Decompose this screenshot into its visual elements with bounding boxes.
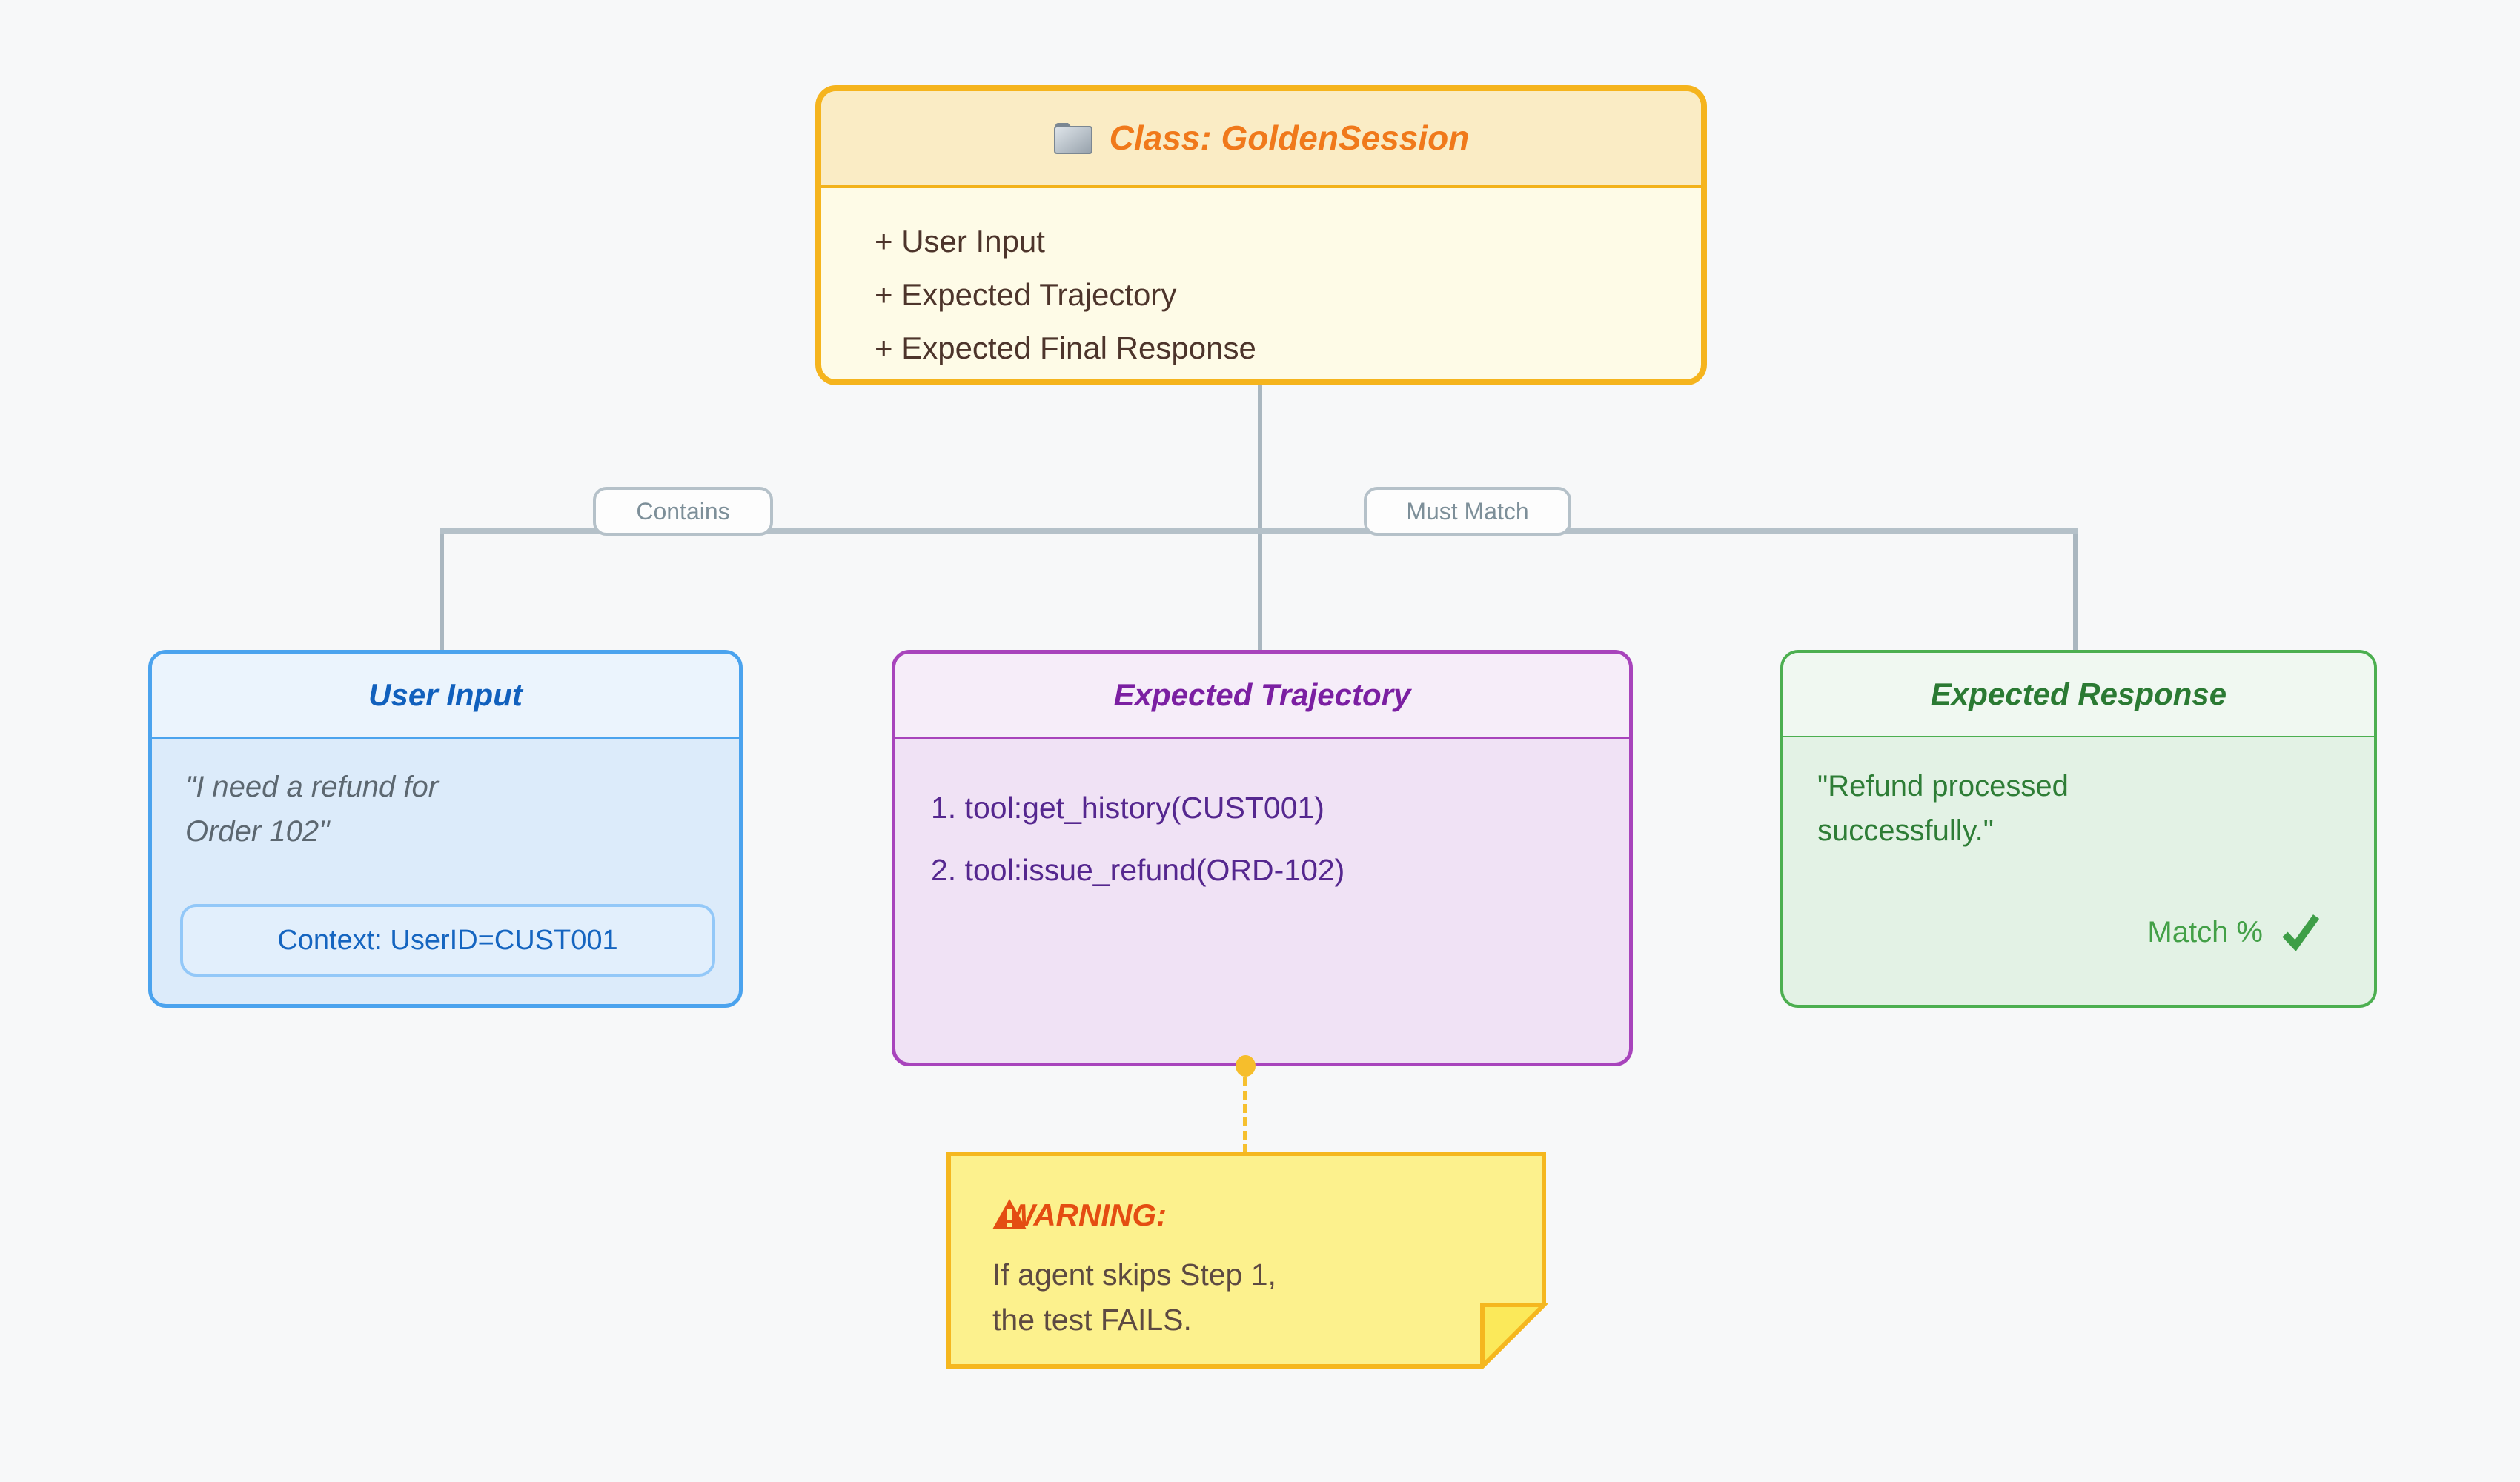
user-input-quote-line2: Order 102" bbox=[185, 815, 330, 848]
user-input-header: User Input bbox=[152, 654, 739, 739]
class-goldensession-header: Class: GoldenSession bbox=[821, 91, 1701, 188]
connector-middle-vertical bbox=[1258, 531, 1262, 651]
expected-trajectory-steps: 1. tool:get_history(CUST001) 2. tool:iss… bbox=[895, 739, 1629, 888]
expected-response-text: "Refund processed successfully." bbox=[1817, 764, 2069, 853]
class-goldensession-title: Class: GoldenSession bbox=[1109, 119, 1470, 157]
connector-right-vertical bbox=[2073, 531, 2078, 651]
context-chip: Context: UserID=CUST001 bbox=[180, 904, 715, 977]
warning-note-body: If agent skips Step 1, the test FAILS. bbox=[992, 1252, 1276, 1343]
edge-label-contains: Contains bbox=[593, 487, 773, 536]
edge-label-contains-text: Contains bbox=[636, 497, 730, 525]
context-chip-text: Context: UserID=CUST001 bbox=[277, 924, 618, 956]
class-goldensession-members: + User Input + Expected Trajectory + Exp… bbox=[821, 188, 1701, 375]
user-input-quote-line1: "I need a refund for bbox=[185, 771, 439, 803]
warning-note-line2: the test FAILS. bbox=[992, 1303, 1192, 1337]
checkmark-icon bbox=[2279, 911, 2322, 954]
edge-label-must-match-text: Must Match bbox=[1406, 497, 1529, 525]
class-goldensession-node: Class: GoldenSession + User Input + Expe… bbox=[815, 85, 1707, 385]
connector-left-vertical bbox=[440, 531, 444, 651]
expected-response-title: Expected Response bbox=[1930, 677, 2227, 711]
connector-horizontal-bar bbox=[440, 528, 2078, 534]
warning-note: WARNING: If agent skips Step 1, the test… bbox=[946, 1152, 1548, 1369]
class-member: + Expected Final Response bbox=[875, 330, 1256, 365]
trajectory-step: 2. tool:issue_refund(ORD-102) bbox=[931, 853, 1345, 887]
match-percent-label: Match % bbox=[2147, 915, 2263, 948]
note-anchor-dot bbox=[1236, 1055, 1256, 1077]
folder-icon bbox=[1053, 120, 1095, 156]
expected-trajectory-header: Expected Trajectory bbox=[895, 654, 1629, 739]
user-input-title: User Input bbox=[368, 677, 523, 712]
expected-response-header: Expected Response bbox=[1783, 653, 2374, 737]
class-member: + User Input bbox=[875, 224, 1045, 259]
note-dashed-link bbox=[1243, 1077, 1247, 1153]
edge-label-must-match: Must Match bbox=[1364, 487, 1571, 536]
trajectory-step: 1. tool:get_history(CUST001) bbox=[931, 791, 1324, 825]
expected-trajectory-title: Expected Trajectory bbox=[1113, 677, 1411, 712]
expected-trajectory-node: Expected Trajectory 1. tool:get_history(… bbox=[892, 650, 1633, 1066]
user-input-node: User Input "I need a refund for Order 10… bbox=[148, 650, 743, 1008]
user-input-quote: "I need a refund for Order 102" bbox=[185, 765, 438, 854]
match-percent-row: Match % bbox=[2147, 911, 2322, 954]
warning-note-line1: If agent skips Step 1, bbox=[992, 1257, 1276, 1292]
expected-response-node: Expected Response "Refund processed succ… bbox=[1780, 650, 2377, 1008]
warning-note-heading-text: WARNING: bbox=[1006, 1197, 1167, 1232]
expected-response-line1: "Refund processed bbox=[1817, 770, 2069, 803]
expected-response-line2: successfully." bbox=[1817, 814, 1994, 847]
connector-top-vertical bbox=[1258, 382, 1262, 531]
warning-note-shape bbox=[946, 1152, 1548, 1369]
warning-note-heading: WARNING: bbox=[991, 1197, 1167, 1233]
class-member: + Expected Trajectory bbox=[875, 277, 1177, 312]
